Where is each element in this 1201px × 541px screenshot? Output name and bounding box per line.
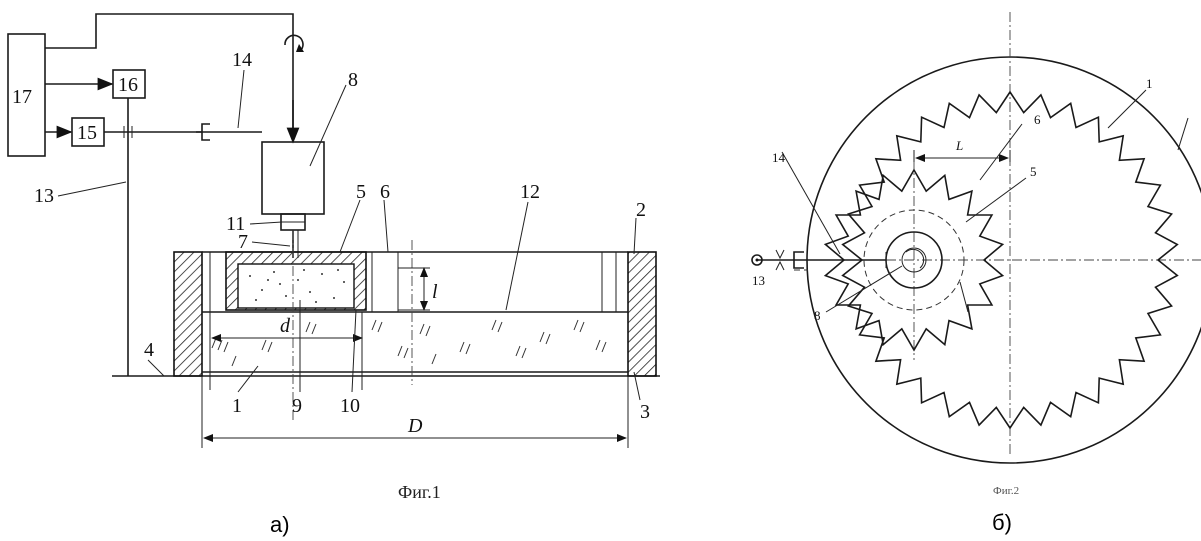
leader2-14 [781,151,841,255]
label-10: 10 [340,395,360,417]
label-16: 16 [118,74,138,96]
leader-12 [505,201,529,311]
leader-7 [251,241,291,247]
label-13: 13 [34,185,54,207]
coupling-fig2 [793,251,804,269]
figure-2: 1 6 5 14 13 8 L Фиг.2 б) [751,12,1201,535]
wire-17-top [45,13,294,140]
block-17 [7,33,46,157]
rotation-arc [905,248,925,269]
leader-2 [633,217,637,255]
abrasive-texture [211,319,607,367]
leader-8 [309,84,347,167]
leader2-right [1177,117,1189,151]
caption-fig2: Фиг.2 [993,485,1019,497]
coupling-icon [196,123,210,141]
sun-gear-6 [823,168,1005,352]
rotation-arrowhead [296,44,304,52]
sublabel-b: б) [992,510,1012,535]
label-8: 8 [348,69,358,91]
motor-8 [261,141,325,215]
shaft-13-fig2 [751,254,763,266]
label2-5: 5 [1030,164,1037,179]
label-dim-D: D [407,415,423,437]
ring-gear [841,90,1179,430]
label-1: 1 [232,395,242,417]
label2-dim-L: L [955,138,963,153]
label2-13: 13 [752,273,765,288]
label-3: 3 [640,401,650,423]
label2-6: 6 [1034,112,1041,127]
wall-left [173,251,203,377]
label2-1: 1 [1146,76,1153,91]
rotation-icon [284,34,304,51]
rotation-mark [775,249,785,271]
label-2: 2 [636,199,646,221]
leader2-1 [1107,89,1147,129]
shaft-13-dot [755,258,759,262]
label-4: 4 [144,339,154,361]
leader2-5 [965,177,1027,223]
label-14: 14 [232,49,252,71]
label-17: 17 [12,86,32,108]
label2-14: 14 [772,150,786,165]
leader2-8 [825,265,903,313]
leader2-6 [979,123,1023,181]
dashed-circle-5 [863,209,965,311]
label-5: 5 [356,181,366,203]
workpiece-dots [249,269,345,303]
label-7: 7 [238,231,248,253]
direction-arrow [959,281,969,313]
caption-fig1: Фиг.1 [398,482,441,502]
label-15: 15 [77,122,97,144]
leader-1 [237,365,259,393]
leader-14 [237,69,245,129]
inner-circle-8 [901,247,927,273]
label-6: 6 [380,181,390,203]
label-11: 11 [226,213,245,235]
label-12: 12 [520,181,540,203]
leader-10 [351,309,357,393]
leader-13 [57,181,127,197]
workpiece-9 [237,263,355,309]
label-dim-d: d [280,315,291,337]
figure-1: 17 16 15 14 13 8 11 7 5 6 12 2 4 1 9 10 … [7,13,660,537]
leader-3 [633,371,641,401]
label-9: 9 [292,395,302,417]
label2-8: 8 [814,308,821,323]
leader-6 [383,199,389,253]
leader-5 [339,199,361,253]
leader-4 [147,359,165,377]
label-dim-l: l [432,281,438,303]
sublabel-a: а) [270,512,290,537]
wall-right-2 [627,251,657,377]
leader-11 [249,221,283,225]
